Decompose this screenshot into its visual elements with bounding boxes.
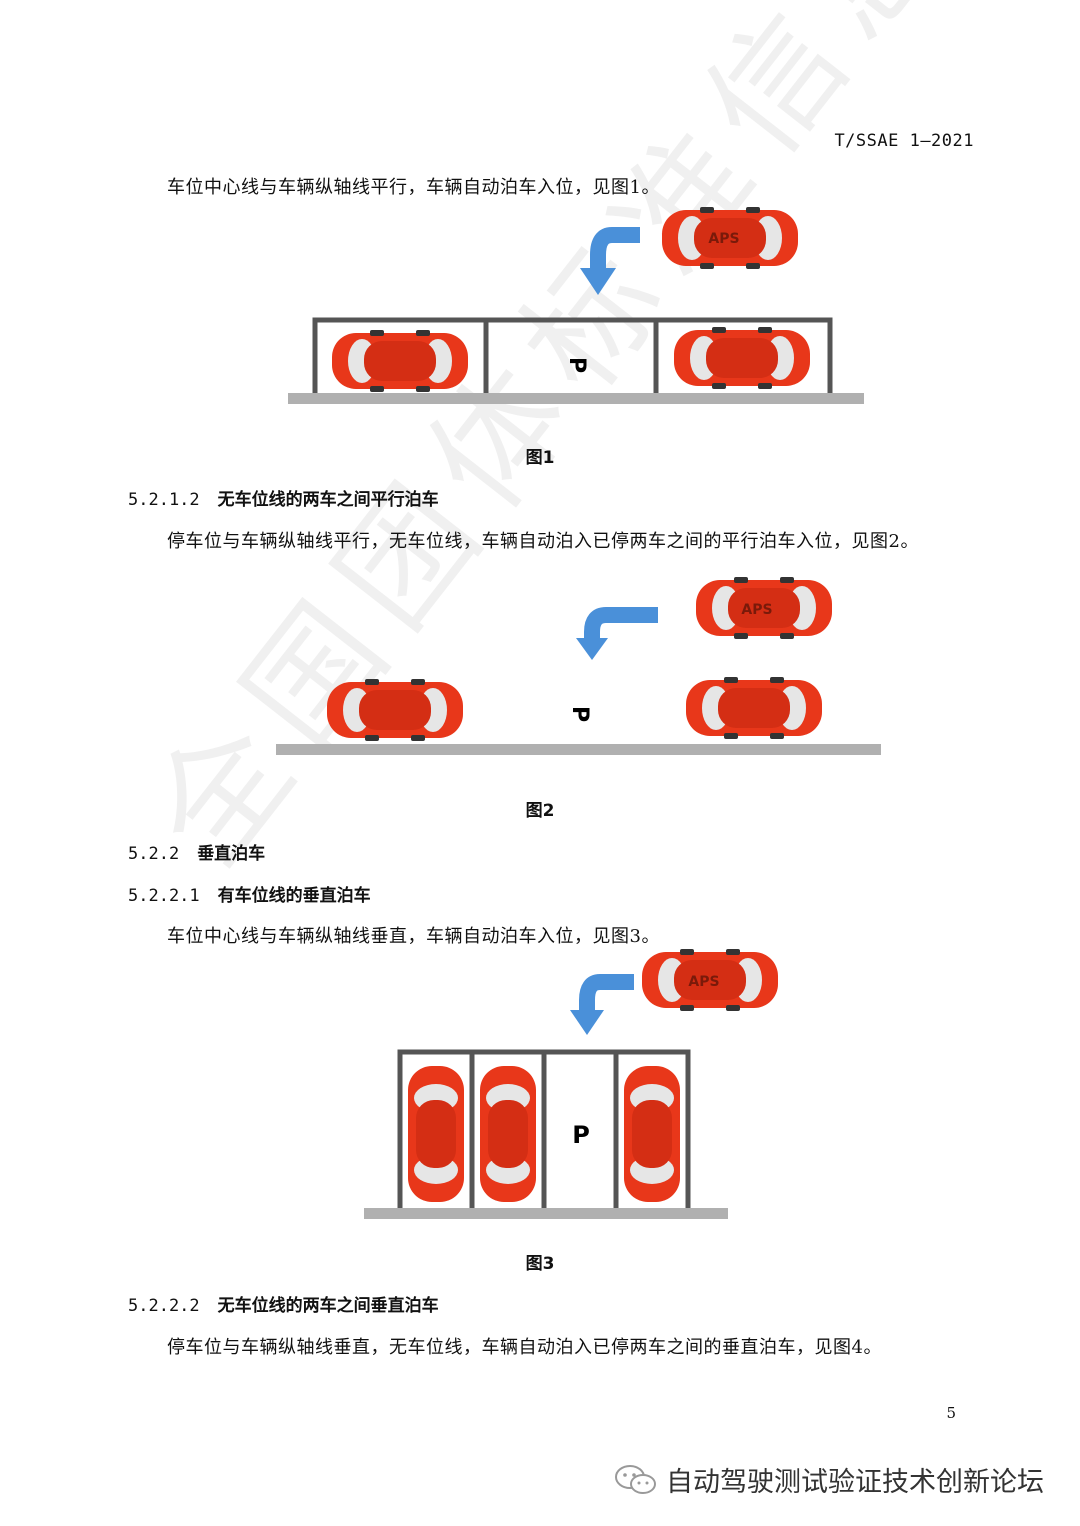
arrow-head-icon: [580, 268, 616, 295]
section-5-2-2-1-heading: 5.2.2.1 有车位线的垂直泊车: [128, 881, 371, 906]
figure-3: APS P: [364, 949, 778, 1219]
parked-car: [480, 1066, 536, 1202]
figure-2: APS P: [276, 577, 881, 755]
parked-car: [624, 1066, 680, 1202]
parked-car: [408, 1066, 464, 1202]
section-5-2-2-heading: 5.2.2 垂直泊车: [128, 839, 265, 864]
paragraph-5-2-2-1: 车位中心线与车辆纵轴线垂直，车辆自动泊车入位，见图3。: [167, 926, 660, 947]
parked-car: [327, 679, 463, 741]
arrow-icon: [579, 974, 634, 1012]
footer-account[interactable]: 自动驾驶测试验证技术创新论坛: [614, 1460, 1044, 1499]
wechat-icon: [615, 1464, 656, 1494]
page-number: 5: [946, 1404, 956, 1422]
ground-bar: [276, 744, 881, 755]
section-title: 无车位线的两车之间垂直泊车: [217, 1296, 439, 1316]
paragraph-intro: 车位中心线与车辆纵轴线平行，车辆自动泊车入位，见图1。: [167, 177, 660, 198]
arrow-head-icon: [570, 1010, 604, 1035]
section-5-2-2-2-heading: 5.2.2.2 无车位线的两车之间垂直泊车: [128, 1291, 439, 1316]
arrow-icon: [584, 607, 658, 640]
parking-lines: [312, 317, 833, 393]
car-label: APS: [708, 231, 739, 247]
section-number: 5.2.2: [128, 844, 180, 864]
standard-code: T/SSAE 1—2021: [834, 131, 974, 151]
section-title: 垂直泊车: [197, 844, 266, 864]
section-number: 5.2.2.1: [128, 886, 200, 906]
ground-bar: [288, 393, 864, 404]
figure-1-caption: 图1: [525, 448, 555, 468]
paragraph-5-2-2-2: 停车位与车辆纵轴线垂直，无车位线，车辆自动泊入已停两车之间的垂直泊车，见图4。: [167, 1337, 882, 1358]
paragraph-5-2-1-2: 停车位与车辆纵轴线平行，无车位线，车辆自动泊入已停两车之间的平行泊车入位，见图2…: [167, 531, 919, 552]
section-number: 5.2.1.2: [128, 490, 200, 510]
car-label: APS: [688, 974, 719, 990]
parked-car: [674, 327, 810, 389]
section-5-2-1-2-heading: 5.2.1.2 无车位线的两车之间平行泊车: [128, 485, 439, 510]
parked-car: [332, 330, 468, 392]
footer-account-name: 自动驾驶测试验证技术创新论坛: [666, 1467, 1044, 1498]
slot-label: P: [564, 357, 589, 373]
section-number: 5.2.2.2: [128, 1296, 200, 1316]
car-label: APS: [741, 602, 772, 618]
parked-car: [686, 677, 822, 739]
parking-lines: [397, 1049, 691, 1208]
figure-2-caption: 图2: [525, 801, 555, 821]
ground-bar: [364, 1208, 728, 1219]
slot-label: P: [567, 706, 592, 722]
arrow-icon: [590, 227, 640, 270]
figure-1: APS P: [288, 207, 864, 404]
figure-3-caption: 图3: [525, 1254, 555, 1274]
section-title: 无车位线的两车之间平行泊车: [217, 490, 439, 510]
slot-label: P: [572, 1121, 590, 1149]
arrow-head-icon: [576, 638, 608, 660]
section-title: 有车位线的垂直泊车: [217, 886, 371, 906]
